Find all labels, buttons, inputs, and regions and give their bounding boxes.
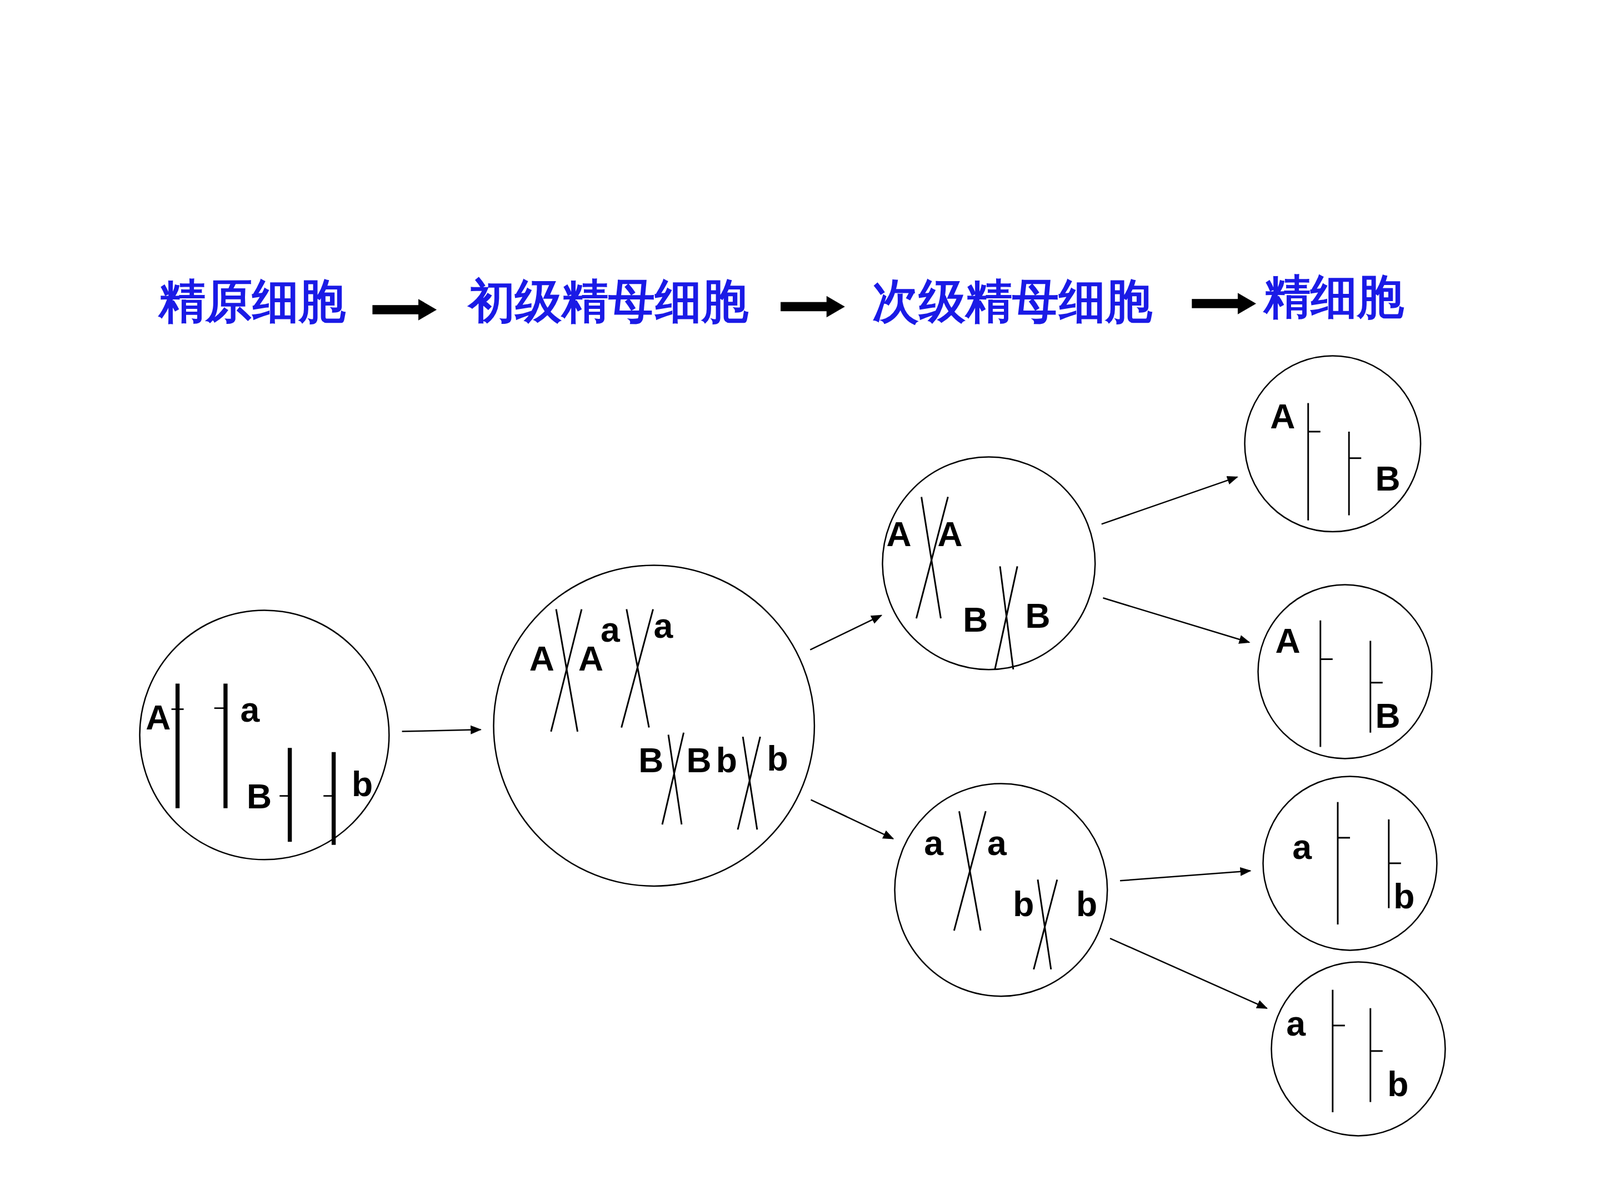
allele-label: a [653,608,674,643]
cell-outline [138,609,390,861]
cell-membrane [1271,962,1445,1137]
cell-circle: ab [1270,961,1447,1137]
allele-label: B [638,742,664,778]
allele-label: A [1275,623,1300,658]
allele-label: A [1270,398,1295,434]
cell-circle: AaBb [138,609,390,861]
allele-label: B [962,602,988,637]
cell-outline [893,782,1109,998]
cell-membrane [1263,776,1438,950]
allele-label: a [987,825,1007,860]
allele-label: a [1292,829,1312,864]
cell-circle: AB [1243,355,1422,533]
allele-label: b [1387,1066,1409,1101]
allele-label: a [1286,1006,1306,1041]
allele-label: A [145,700,171,735]
division-arrow [810,615,882,650]
allele-label: b [1393,878,1415,913]
allele-label: B [1025,597,1050,633]
cell-membrane [139,610,389,860]
cell-membrane [882,457,1095,670]
allele-label: A [578,640,604,675]
allele-label: a [240,691,260,727]
cell-circle: AA B B [881,456,1097,671]
division-arrow [402,729,482,732]
cell-circle: AB [1257,583,1433,760]
allele-label: A [529,640,555,675]
cell-outline [1262,775,1438,952]
allele-label: a [923,825,944,860]
cell-outline [1257,583,1433,760]
cell-circle: AAaaBBbb [492,564,815,887]
allele-label: b [1076,886,1098,922]
stage-label: 初级精母细胞 [468,277,749,325]
division-arrow [1102,597,1249,643]
cell-membrane [894,783,1108,997]
cell-membrane [1244,356,1421,533]
allele-label: b [716,742,738,778]
allele-label: A [937,516,963,551]
allele-label: b [351,766,373,801]
cell-circle: aabb [893,782,1109,998]
spermatogonium-chromosomes [171,683,334,845]
cell-membrane [1257,584,1432,759]
division-arrow [1101,477,1238,525]
cell-outline [1243,355,1422,533]
stage-label: 精原细胞 [158,277,346,325]
division-arrow [1110,938,1267,1009]
cell-outline [881,456,1097,671]
allele-label: b [767,740,789,775]
allele-label: B [686,742,712,778]
allele-label: B [246,778,272,813]
division-arrow [811,800,894,839]
allele-label: a [600,612,620,647]
allele-label: B [1375,697,1400,733]
division-arrow [1120,871,1250,882]
allele-label: b [1012,886,1034,922]
stage-label: 精细胞 [1263,273,1404,320]
allele-label: B [1375,461,1400,496]
allele-label: A [886,516,912,551]
cell-outline [1270,961,1447,1137]
stage-label: 次级精母细胞 [872,277,1153,325]
cell-circle: ab [1262,775,1438,952]
cell-membrane [493,565,815,886]
